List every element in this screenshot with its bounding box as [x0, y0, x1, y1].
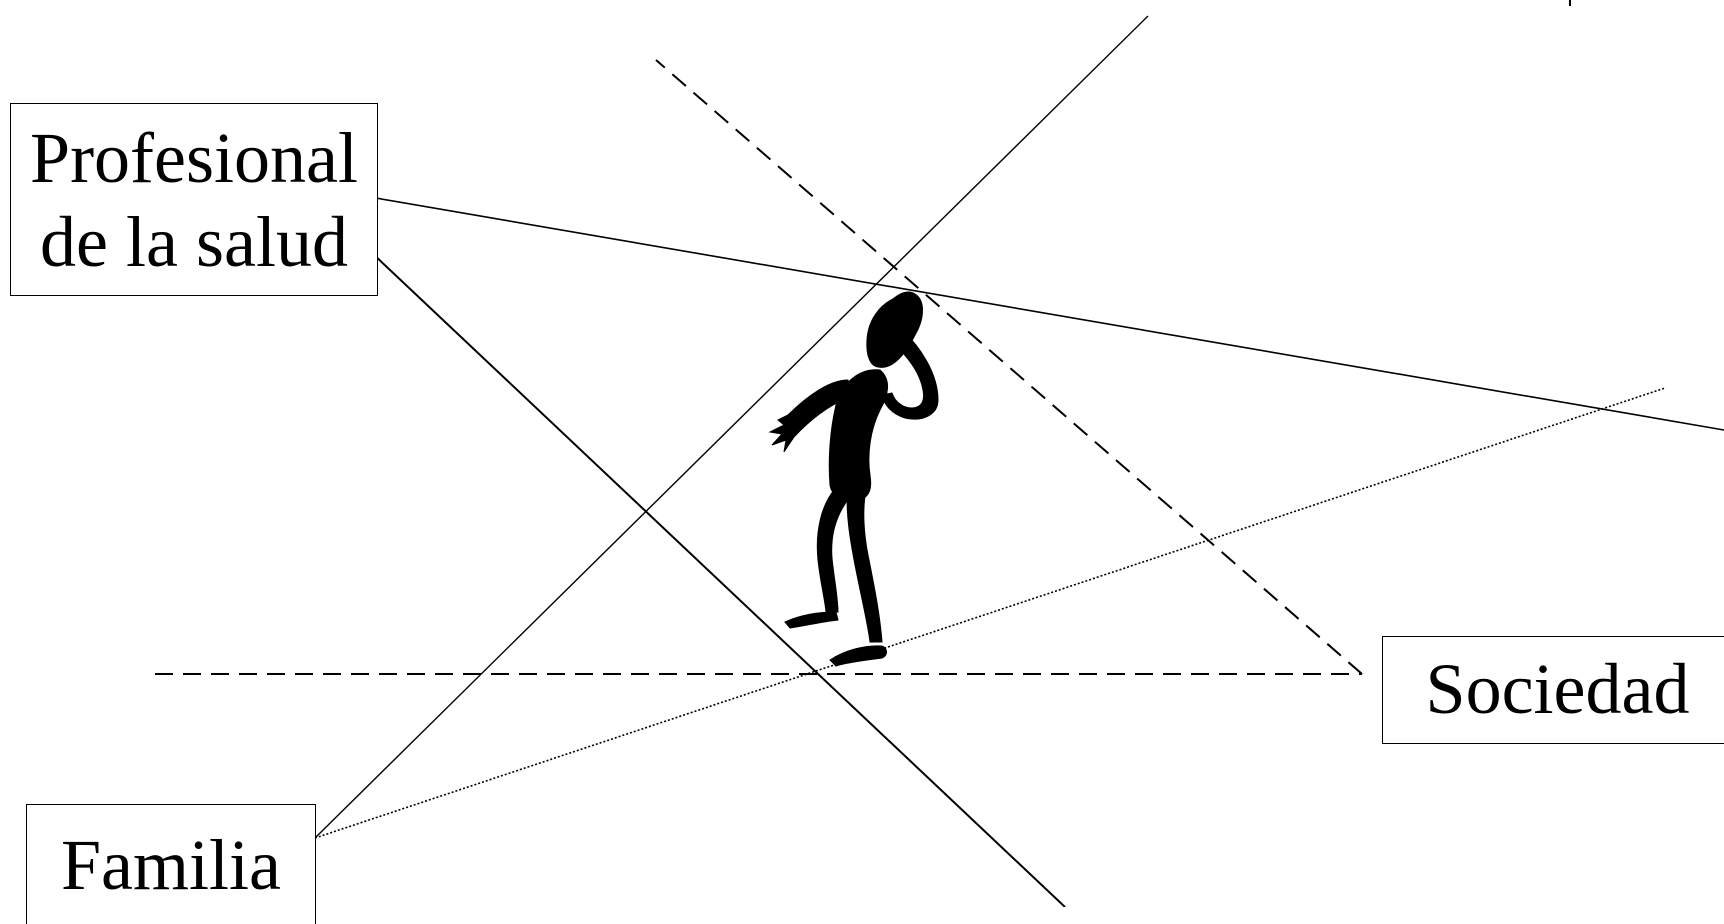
node-profesional-de-la-salud: Profesional de la salud [10, 103, 378, 296]
node-familia: Familia [26, 804, 316, 924]
familia-line-to-top [315, 16, 1148, 838]
sociedad-line-to-top [656, 60, 1362, 674]
node-profesional-line2: de la salud [25, 200, 363, 284]
profesional-line-to-bottom [300, 185, 1065, 907]
familia-line-to-right [315, 388, 1665, 838]
node-sociedad-label: Sociedad [1397, 647, 1718, 731]
node-sociedad: Sociedad [1382, 636, 1724, 744]
node-profesional-line1: Profesional [25, 116, 363, 200]
stooped-person-icon [770, 292, 938, 666]
profesional-line-to-right-edge [300, 185, 1724, 430]
node-familia-label: Familia [41, 823, 301, 907]
